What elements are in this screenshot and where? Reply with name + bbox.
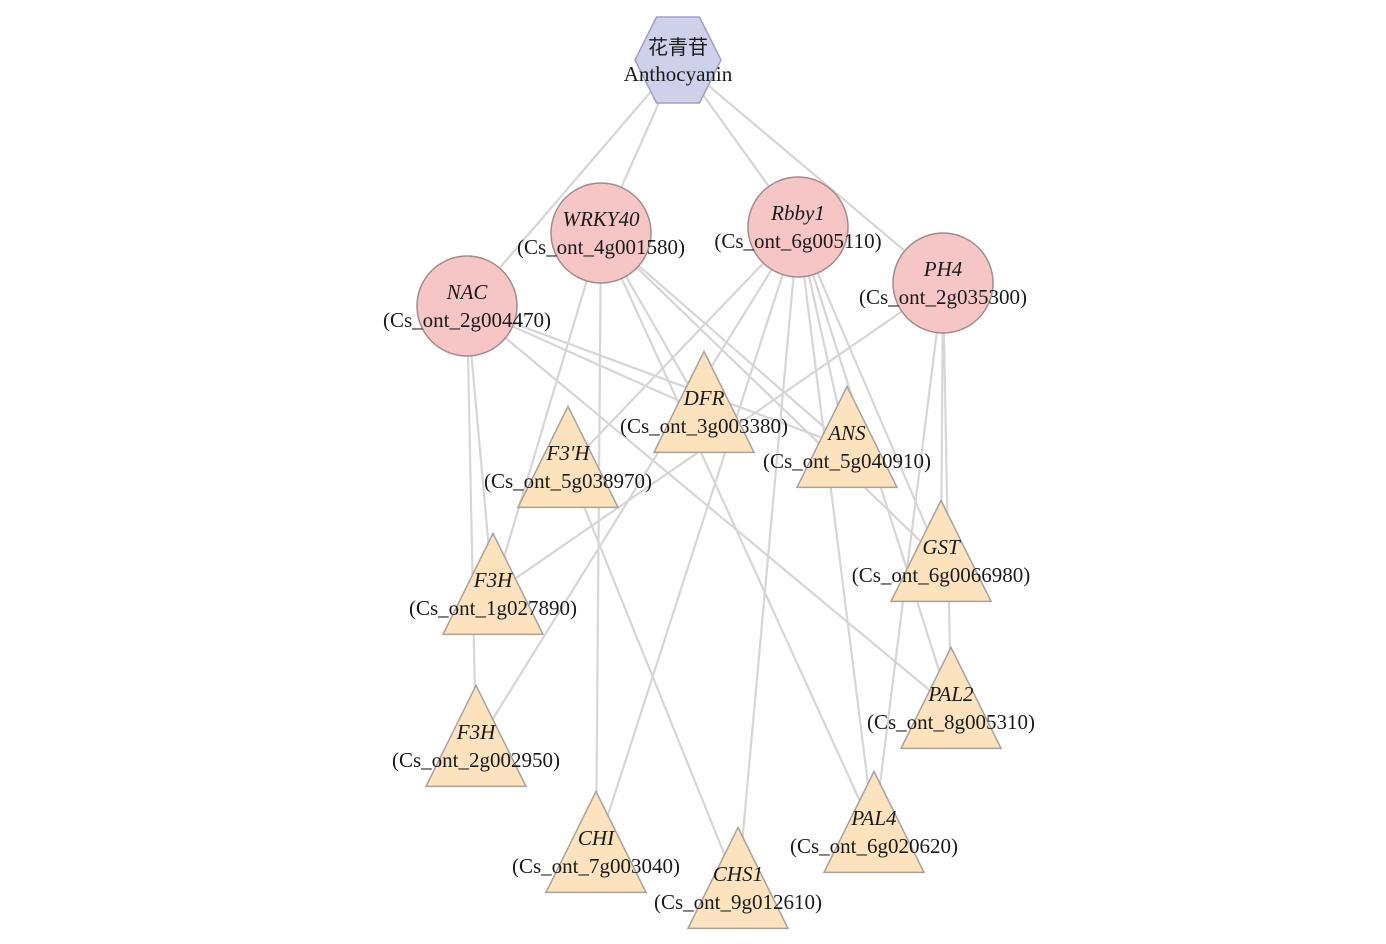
triangle-shape (899, 645, 1003, 750)
edge-rbby1-chs1 (736, 226, 800, 889)
gene-id-label: (Cs_ont_7g003040) (512, 854, 680, 878)
edge-wrky40-ans (600, 232, 848, 448)
gene-name-label: CHS1 (713, 862, 763, 886)
circle-shape (747, 176, 849, 278)
node-f3ph: F3'H (Cs_ont_5g038970) (484, 404, 652, 509)
circle-shape (550, 182, 652, 284)
edge-f3ph-chs1 (566, 466, 740, 889)
triangle-shape (889, 498, 993, 603)
edge-ph4-pal2 (941, 282, 953, 709)
triangle-shape (516, 404, 620, 509)
edge-nac-pal2 (466, 305, 952, 709)
gene-id-label: (Cs_ont_3g003380) (620, 414, 788, 438)
node-nac: NAC (Cs_ont_2g004470) (383, 255, 551, 357)
node-label-en: Anthocyanin (624, 62, 733, 86)
gene-id-label: (Cs_ont_4g001580) (517, 235, 685, 259)
gene-name-label: NAC (446, 280, 489, 304)
gene-name-label: PAL2 (927, 682, 974, 706)
edge-rbby1-f3h2 (475, 226, 799, 747)
node-label-cn: 花青苷 (648, 35, 708, 59)
gene-id-label: (Cs_ont_2g004470) (383, 308, 551, 332)
edge-nac-f3h2 (465, 305, 478, 747)
triangle-shape (544, 789, 648, 894)
edge-rbby1-chi (594, 226, 800, 853)
node-f3h1: F3H (Cs_ont_1g027890) (409, 531, 577, 636)
triangle-shape (686, 825, 790, 930)
node-ph4: PH4 (Cs_ont_2g035300) (859, 232, 1027, 334)
gene-id-label: (Cs_ont_5g040910) (763, 449, 931, 473)
edge-ph4-pal4 (872, 282, 945, 833)
gene-id-label: (Cs_ont_6g020620) (790, 834, 958, 858)
circle-shape (892, 232, 994, 334)
triangle-shape (795, 384, 899, 489)
hexagon-shape (634, 16, 722, 104)
node-pal2: PAL2 (Cs_ont_8g005310) (867, 645, 1035, 750)
node-chi: CHI (Cs_ont_7g003040) (512, 789, 680, 894)
edge-wrky40-f3h1 (491, 232, 603, 595)
gene-name-label: GST (922, 535, 961, 559)
edge-rbby1-pal4 (796, 226, 876, 833)
node-wrky40: WRKY40 (Cs_ont_4g001580) (517, 182, 685, 284)
gene-name-label: F3'H (546, 441, 592, 465)
triangle-shape (652, 349, 756, 454)
gene-name-label: CHI (578, 826, 615, 850)
gene-name-label: WRKY40 (562, 207, 640, 231)
gene-name-label: PH4 (923, 257, 963, 281)
node-anthocyanin: 花青苷 Anthocyanin (624, 16, 733, 104)
gene-name-label: ANS (826, 421, 866, 445)
gene-name-label: DFR (683, 386, 725, 410)
gene-id-label: (Cs_ont_2g002950) (392, 748, 560, 772)
gene-name-label: Rbby1 (770, 201, 825, 225)
node-dfr: DFR (Cs_ont_3g003380) (620, 349, 788, 454)
gene-id-label: (Cs_ont_5g038970) (484, 469, 652, 493)
circle-shape (416, 255, 518, 357)
gene-id-label: (Cs_ont_6g0066980) (852, 563, 1031, 587)
triangle-shape (441, 531, 545, 636)
gene-id-label: (Cs_ont_9g012610) (654, 890, 822, 914)
edge-wrky40-gst (600, 232, 942, 562)
gene-id-label: (Cs_ont_6g005110) (714, 229, 881, 253)
node-f3h2: F3H (Cs_ont_2g002950) (392, 683, 560, 788)
edge-nac-ans (466, 304, 848, 449)
edge-wrky40-pal4 (599, 232, 876, 833)
gene-name-label: F3H (473, 568, 514, 592)
gene-id-label: (Cs_ont_2g035300) (859, 285, 1027, 309)
node-gst: GST (Cs_ont_6g0066980) (852, 498, 1031, 603)
node-rbby1: Rbby1 (Cs_ont_6g005110) (714, 176, 882, 278)
gene-id-label: (Cs_ont_1g027890) (409, 596, 577, 620)
edge-anthocyanin-nac (466, 59, 679, 307)
triangle-shape (822, 769, 926, 874)
node-ans: ANS (Cs_ont_5g040910) (763, 384, 931, 489)
node-chs1: CHS1 (Cs_ont_9g012610) (654, 825, 822, 930)
node-pal4: PAL4 (Cs_ont_6g020620) (790, 769, 958, 874)
gene-id-label: (Cs_ont_8g005310) (867, 710, 1035, 734)
triangle-shape (424, 683, 528, 788)
edge-rbby1-gst (796, 226, 943, 562)
gene-name-label: PAL4 (850, 806, 897, 830)
gene-name-label: F3H (456, 720, 497, 744)
edge-rbby1-f3ph (567, 226, 799, 468)
edge-anthocyanin-ph4 (677, 59, 944, 284)
